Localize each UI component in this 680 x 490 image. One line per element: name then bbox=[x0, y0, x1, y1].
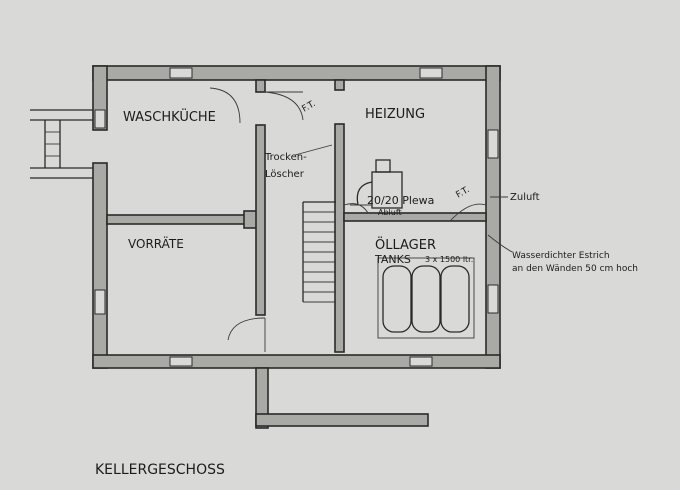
window-right-1 bbox=[487, 129, 499, 159]
oil-tanks bbox=[377, 257, 475, 339]
room-label-waschkueche: WASCHKÜCHE bbox=[123, 108, 216, 125]
wall-right bbox=[485, 65, 501, 369]
room-label-tanks: TANKS bbox=[374, 253, 411, 266]
window-top-1 bbox=[169, 67, 193, 79]
interior-walls bbox=[106, 79, 487, 353]
extinguisher-label-2: Löscher bbox=[265, 169, 305, 180]
exhaust-label: Abluft bbox=[378, 208, 402, 217]
wall-wasch-vorrat bbox=[106, 214, 248, 225]
wall-stub-1 bbox=[255, 79, 266, 93]
drawing-title: KELLERGESCHOSS bbox=[95, 462, 225, 478]
extinguisher-label-1: Trocken- bbox=[264, 152, 307, 163]
boiler bbox=[350, 159, 403, 209]
window-right-2 bbox=[487, 284, 499, 314]
wall-heizung-oellager bbox=[343, 212, 487, 222]
room-label-oellager: ÖLLAGER bbox=[375, 236, 436, 253]
oil-tank-3 bbox=[440, 265, 470, 333]
window-left-1 bbox=[94, 289, 106, 315]
wall-ext-bottom bbox=[255, 413, 429, 427]
wall-stair-left bbox=[255, 124, 266, 316]
leader-lines bbox=[294, 144, 513, 253]
room-label-vorraete: VORRÄTE bbox=[128, 236, 184, 251]
interior-stair bbox=[302, 201, 336, 303]
wall-stub-2 bbox=[334, 79, 345, 91]
tank-capacity-label: 3 x 1500 ltr. bbox=[425, 255, 473, 264]
lower-extension bbox=[255, 367, 429, 429]
window-left-2 bbox=[94, 109, 106, 129]
window-bottom-2 bbox=[409, 356, 433, 367]
screed-label-2: an den Wänden 50 cm hoch bbox=[512, 264, 638, 274]
wall-bottom bbox=[92, 354, 501, 369]
exterior-entry-stairs bbox=[30, 109, 93, 179]
wall-stair-right bbox=[334, 123, 345, 353]
wall-ext-left bbox=[255, 367, 269, 429]
window-top-2 bbox=[419, 67, 443, 79]
screed-label-1: Wasserdichter Estrich bbox=[512, 251, 610, 261]
oil-tank-2 bbox=[411, 265, 441, 333]
oil-tank-1 bbox=[382, 265, 412, 333]
window-bottom-1 bbox=[169, 356, 193, 367]
wall-left-lower bbox=[92, 162, 108, 369]
boiler-label: 20/20 Plewa bbox=[367, 194, 434, 207]
supply-air-label: Zuluft bbox=[510, 192, 540, 203]
room-label-heizung: HEIZUNG bbox=[365, 107, 425, 122]
